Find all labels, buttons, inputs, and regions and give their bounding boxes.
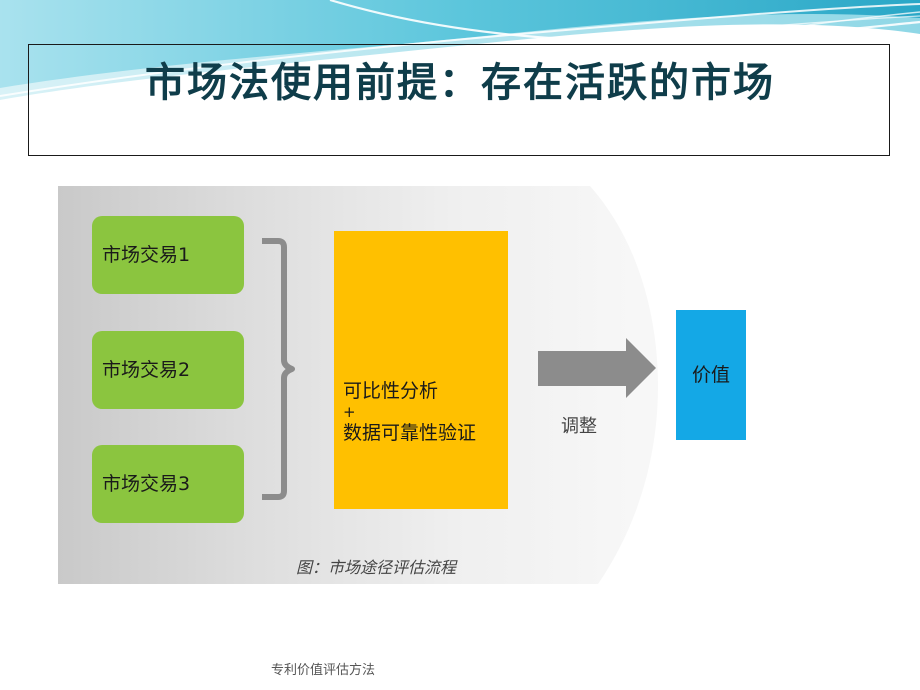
slide-title: 市场法使用前提：存在活跃的市场 (145, 60, 775, 106)
title-frame (28, 44, 890, 156)
market-transaction-label: 市场交易1 (102, 244, 191, 266)
market-approach-diagram: 市场交易1 市场交易2 市场交易3 可比性分析 + 数据可靠性验证 调整 价值 … (58, 186, 775, 584)
bracket-shape (262, 238, 295, 500)
value-label: 价值 (691, 364, 730, 386)
analysis-line-data-verification: 数据可靠性验证 (343, 422, 477, 444)
market-transaction-label: 市场交易3 (102, 473, 191, 495)
market-transaction-box-1: 市场交易1 (92, 216, 244, 294)
value-box: 价值 (676, 310, 746, 440)
market-transaction-box-3: 市场交易3 (92, 445, 244, 523)
adjust-arrow (538, 338, 656, 398)
adjust-label: 调整 (561, 416, 597, 437)
market-transaction-box-2: 市场交易2 (92, 331, 244, 409)
slide-footer: 专利价值评估方法 (271, 663, 376, 678)
market-transaction-label: 市场交易2 (102, 359, 191, 381)
analysis-line-comparability: 可比性分析 (343, 380, 439, 402)
figure-caption: 图：市场途径评估流程 (296, 558, 457, 577)
analysis-box: 可比性分析 + 数据可靠性验证 (334, 231, 508, 509)
analysis-plus: + (343, 403, 356, 421)
